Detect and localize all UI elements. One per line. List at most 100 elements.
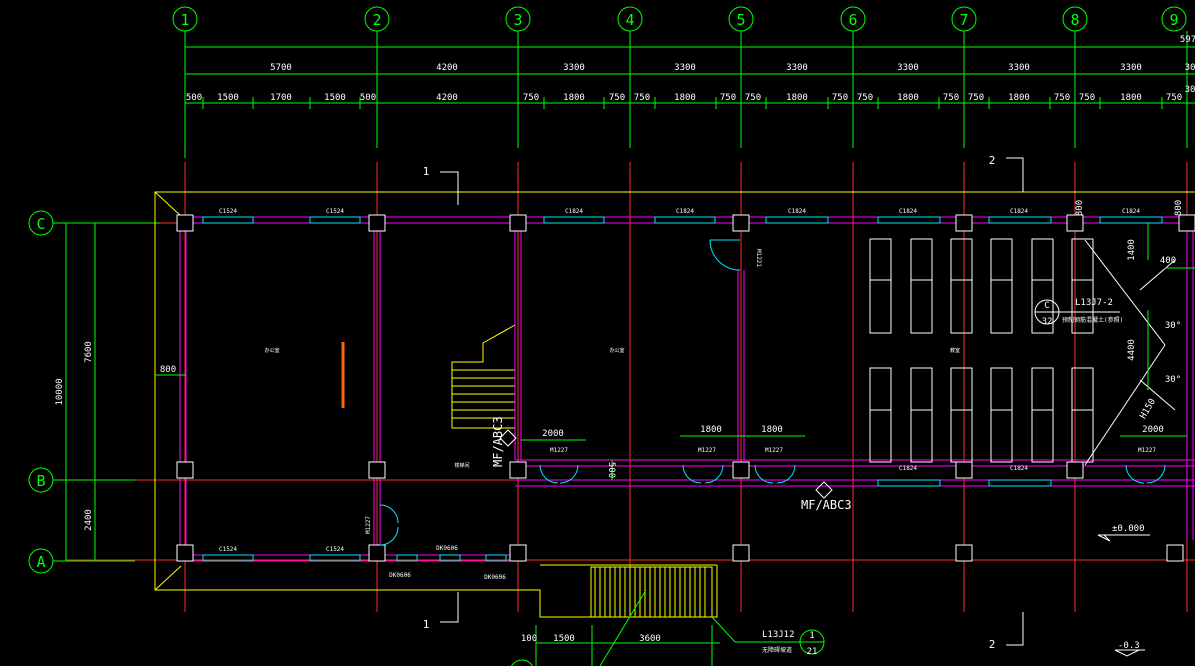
columns bbox=[176, 214, 1195, 562]
axis-label-9: 9 bbox=[1169, 11, 1178, 29]
door-tag: M1227 bbox=[1138, 447, 1156, 454]
entrance-ramp bbox=[590, 566, 713, 618]
dim-left-total: 10000 bbox=[55, 378, 65, 405]
window-tag: C1824 bbox=[565, 208, 583, 215]
dim-row2: 1500 bbox=[217, 93, 239, 103]
detail-ref-2: L13J12 1 21 无障碍坡道 bbox=[711, 616, 825, 657]
axis-label-2: 2 bbox=[372, 11, 381, 29]
room-label: 楼梯间 bbox=[454, 462, 469, 469]
dim-row2: 1800 bbox=[1008, 93, 1030, 103]
section-label: 2 bbox=[989, 638, 996, 651]
dim-row2: 750 bbox=[832, 93, 848, 103]
elevation-label: ±0.000 bbox=[1112, 524, 1145, 534]
dim-row2: 750 bbox=[968, 93, 984, 103]
right-stair-diagram bbox=[1084, 239, 1176, 466]
dim-bottom: 3600 bbox=[639, 634, 661, 644]
axis-label-8: 8 bbox=[1070, 11, 1079, 29]
door-tag: M1227 bbox=[365, 516, 372, 534]
detail-circle-letter: C bbox=[1044, 301, 1049, 311]
dim-row2: 1800 bbox=[1120, 93, 1142, 103]
dim-row1: 3300 bbox=[1008, 63, 1030, 73]
dim-row2: 500 bbox=[186, 93, 202, 103]
dim-row1: 3300 bbox=[897, 63, 919, 73]
section-label: 1 bbox=[423, 618, 430, 631]
axis-label-5: 5 bbox=[736, 11, 745, 29]
dim-1800: 1800 bbox=[761, 425, 783, 435]
angle-30: 30° bbox=[1165, 321, 1181, 331]
detail-circle-top: 1 bbox=[809, 631, 814, 641]
top-dimension-lines bbox=[184, 46, 1195, 109]
window-tag: C1824 bbox=[1010, 208, 1028, 215]
dim-row2: 1500 bbox=[324, 93, 346, 103]
door-tag: M1227 bbox=[765, 447, 783, 454]
dim-top-partial: 597 bbox=[1180, 35, 1195, 45]
walls bbox=[179, 216, 1195, 562]
room-label: 教室 bbox=[950, 347, 960, 354]
stair-treads bbox=[452, 369, 515, 419]
dim-row2: 750 bbox=[857, 93, 873, 103]
dim-1800: 1800 bbox=[700, 425, 722, 435]
dk-tag: DK0606 bbox=[389, 572, 411, 579]
dim-row1: 5700 bbox=[270, 63, 292, 73]
dim-row2: 1800 bbox=[674, 93, 696, 103]
window-tag: C1824 bbox=[676, 208, 694, 215]
dim-2000: 2000 bbox=[1142, 425, 1164, 435]
elevation-label: -0.3 bbox=[1118, 641, 1140, 651]
dim-row2: 750 bbox=[523, 93, 539, 103]
room-label: 办公室 bbox=[609, 347, 624, 354]
window-tag: C1824 bbox=[899, 208, 917, 215]
extinguisher-label: MF/ABC3 bbox=[491, 416, 505, 467]
elevation-marks bbox=[1097, 534, 1150, 657]
door-tag: M1227 bbox=[698, 447, 716, 454]
dim-2000: 2000 bbox=[542, 429, 564, 439]
classroom-desks bbox=[869, 238, 1094, 463]
window-tag: C1524 bbox=[326, 546, 344, 553]
dim-row2: 750 bbox=[1079, 93, 1095, 103]
axis-label-7: 7 bbox=[959, 11, 968, 29]
extinguisher-symbols bbox=[499, 429, 833, 499]
section-markers bbox=[440, 157, 1024, 646]
misc-dimension-lines bbox=[155, 223, 1195, 666]
detail-circle-num: 32 bbox=[1042, 317, 1053, 327]
dim-row2: 1700 bbox=[270, 93, 292, 103]
doors bbox=[379, 239, 1166, 546]
window-tag: C1524 bbox=[219, 208, 237, 215]
door-tag: M1221 bbox=[755, 249, 762, 267]
section-label: 1 bbox=[423, 165, 430, 178]
dim-800: 800 bbox=[1075, 200, 1085, 216]
building-outline bbox=[154, 191, 1195, 618]
extinguisher-label: MF/ABC3 bbox=[801, 498, 852, 512]
dim-row2: 750 bbox=[1166, 93, 1182, 103]
window-tag: C1524 bbox=[219, 546, 237, 553]
room-label: 办公室 bbox=[264, 347, 279, 354]
dim-4400: 4400 bbox=[1127, 339, 1137, 361]
detail-ref-text: L13J12 bbox=[762, 630, 795, 640]
dim-row2: 750 bbox=[745, 93, 761, 103]
dim-bottom: 1500 bbox=[553, 634, 575, 644]
section-label: 2 bbox=[989, 154, 996, 167]
axis-label-4: 4 bbox=[625, 11, 634, 29]
axis-label-b: B bbox=[36, 472, 45, 490]
window-tag: C1824 bbox=[1010, 465, 1028, 472]
dim-row2: 1800 bbox=[897, 93, 919, 103]
windows bbox=[202, 216, 1163, 562]
dim-400: 400 bbox=[1160, 256, 1176, 266]
dk-tag: DK0606 bbox=[484, 574, 506, 581]
axis-grid bbox=[66, 162, 1195, 612]
axis-label-6: 6 bbox=[848, 11, 857, 29]
axis-label-c: C bbox=[36, 215, 45, 233]
window-tag: C1824 bbox=[899, 465, 917, 472]
detail-note-text: 无障碍坡道 bbox=[762, 646, 792, 654]
window-tag: C1824 bbox=[1122, 208, 1140, 215]
detail-note-text: 预制钢筋混凝土(参照) bbox=[1062, 316, 1123, 324]
dim-row1: 3300 bbox=[563, 63, 585, 73]
dim-row2: 750 bbox=[943, 93, 959, 103]
dim-row2: 500 bbox=[360, 93, 376, 103]
dim-row2: 4200 bbox=[436, 93, 458, 103]
dim-h150: H150 bbox=[1139, 397, 1159, 421]
dim-row1: 4200 bbox=[436, 63, 458, 73]
dim-row2: 1800 bbox=[786, 93, 808, 103]
dim-row2: 750 bbox=[1054, 93, 1070, 103]
dim-row2: 1800 bbox=[563, 93, 585, 103]
dim-row2: 750 bbox=[720, 93, 736, 103]
